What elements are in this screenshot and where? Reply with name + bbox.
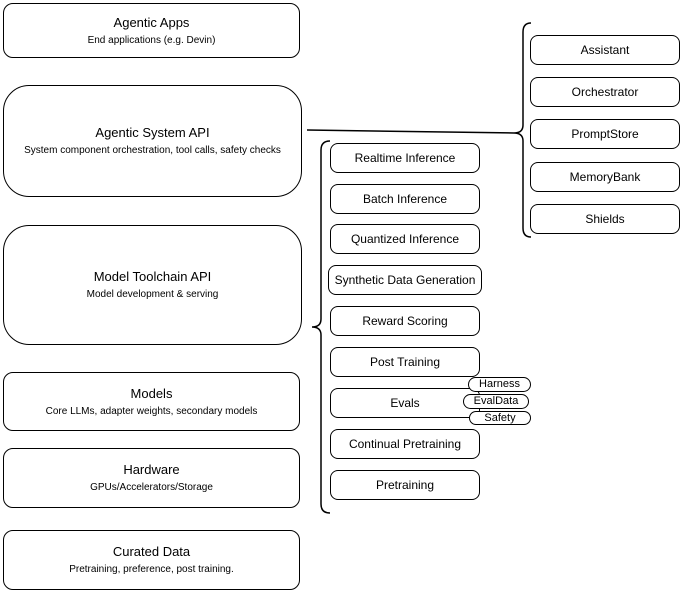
pill-safety: Safety xyxy=(469,411,531,425)
pill-harness: Harness xyxy=(468,377,531,392)
node-synthetic-data-generation: Synthetic Data Generation xyxy=(328,265,482,295)
node-hardware: Hardware GPUs/Accelerators/Storage xyxy=(3,448,300,508)
node-curated-data: Curated Data Pretraining, preference, po… xyxy=(3,530,300,590)
node-post-training: Post Training xyxy=(330,347,480,377)
node-evals: Evals xyxy=(330,388,480,418)
system-components-brace xyxy=(513,22,532,238)
node-memorybank: MemoryBank xyxy=(530,162,680,192)
node-assistant: Assistant xyxy=(530,35,680,65)
node-batch-inference: Batch Inference xyxy=(330,184,480,214)
node-agentic-apps: Agentic Apps End applications (e.g. Devi… xyxy=(3,3,300,58)
node-quantized-inference: Quantized Inference xyxy=(330,224,480,254)
node-agentic-system-api: Agentic System API System component orch… xyxy=(3,85,302,197)
node-reward-scoring: Reward Scoring xyxy=(330,306,480,336)
node-model-toolchain-api: Model Toolchain API Model development & … xyxy=(3,225,302,345)
node-continual-pretraining: Continual Pretraining xyxy=(330,429,480,459)
node-promptstore: PromptStore xyxy=(530,119,680,149)
node-title: Hardware xyxy=(123,462,180,477)
node-subtitle: End applications (e.g. Devin) xyxy=(87,34,216,46)
node-orchestrator: Orchestrator xyxy=(530,77,680,107)
node-title: Agentic System API xyxy=(95,125,210,140)
node-title: Curated Data xyxy=(112,544,191,559)
node-subtitle: GPUs/Accelerators/Storage xyxy=(90,482,213,493)
node-title: Model Toolchain API xyxy=(93,269,212,284)
connector-line-system-api xyxy=(306,129,515,134)
node-realtime-inference: Realtime Inference xyxy=(330,143,480,173)
node-models: Models Core LLMs, adapter weights, secon… xyxy=(3,372,300,431)
node-subtitle: Model development & serving xyxy=(86,289,219,300)
node-pretraining: Pretraining xyxy=(330,470,480,500)
node-subtitle: Core LLMs, adapter weights, secondary mo… xyxy=(45,405,258,417)
node-subtitle: System component orchestration, tool cal… xyxy=(24,145,281,156)
pill-evaldata: EvalData xyxy=(463,394,529,409)
node-title: Agentic Apps xyxy=(113,14,190,30)
toolchain-brace xyxy=(311,140,331,514)
node-title: Models xyxy=(130,385,173,401)
node-shields: Shields xyxy=(530,204,680,234)
node-subtitle: Pretraining, preference, post training. xyxy=(69,564,234,575)
